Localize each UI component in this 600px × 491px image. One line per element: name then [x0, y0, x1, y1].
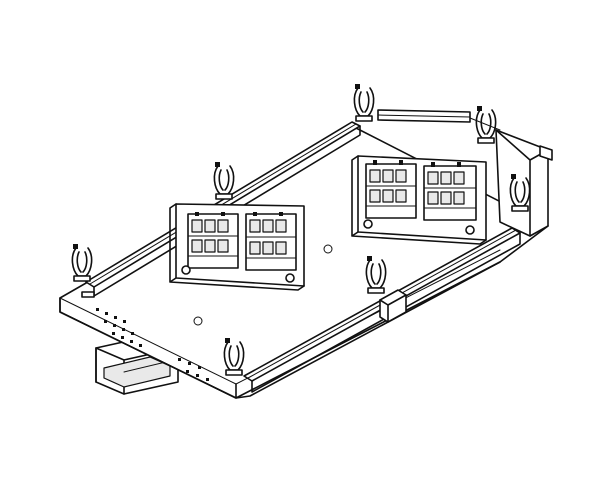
clip-icon — [509, 174, 531, 212]
end-wall — [469, 117, 553, 237]
vent-holes — [96, 308, 209, 381]
clip-icon — [213, 162, 235, 200]
clip-icon — [71, 244, 93, 282]
rear-top-rail — [377, 109, 471, 123]
adapter-bracket-icon — [365, 160, 417, 219]
right-rail — [243, 227, 521, 393]
adapter-bracket-icon — [423, 162, 477, 221]
adapter-bracket-rear — [351, 155, 487, 245]
clip-icon — [81, 291, 95, 298]
clip-icon — [365, 256, 387, 294]
clip-icon — [475, 106, 497, 144]
clip-icon — [353, 84, 375, 122]
adapter-bracket-icon — [245, 212, 297, 271]
adapter-bracket-front — [169, 203, 305, 291]
adapter-bracket-icon — [187, 212, 239, 269]
clip-icon — [223, 338, 245, 376]
